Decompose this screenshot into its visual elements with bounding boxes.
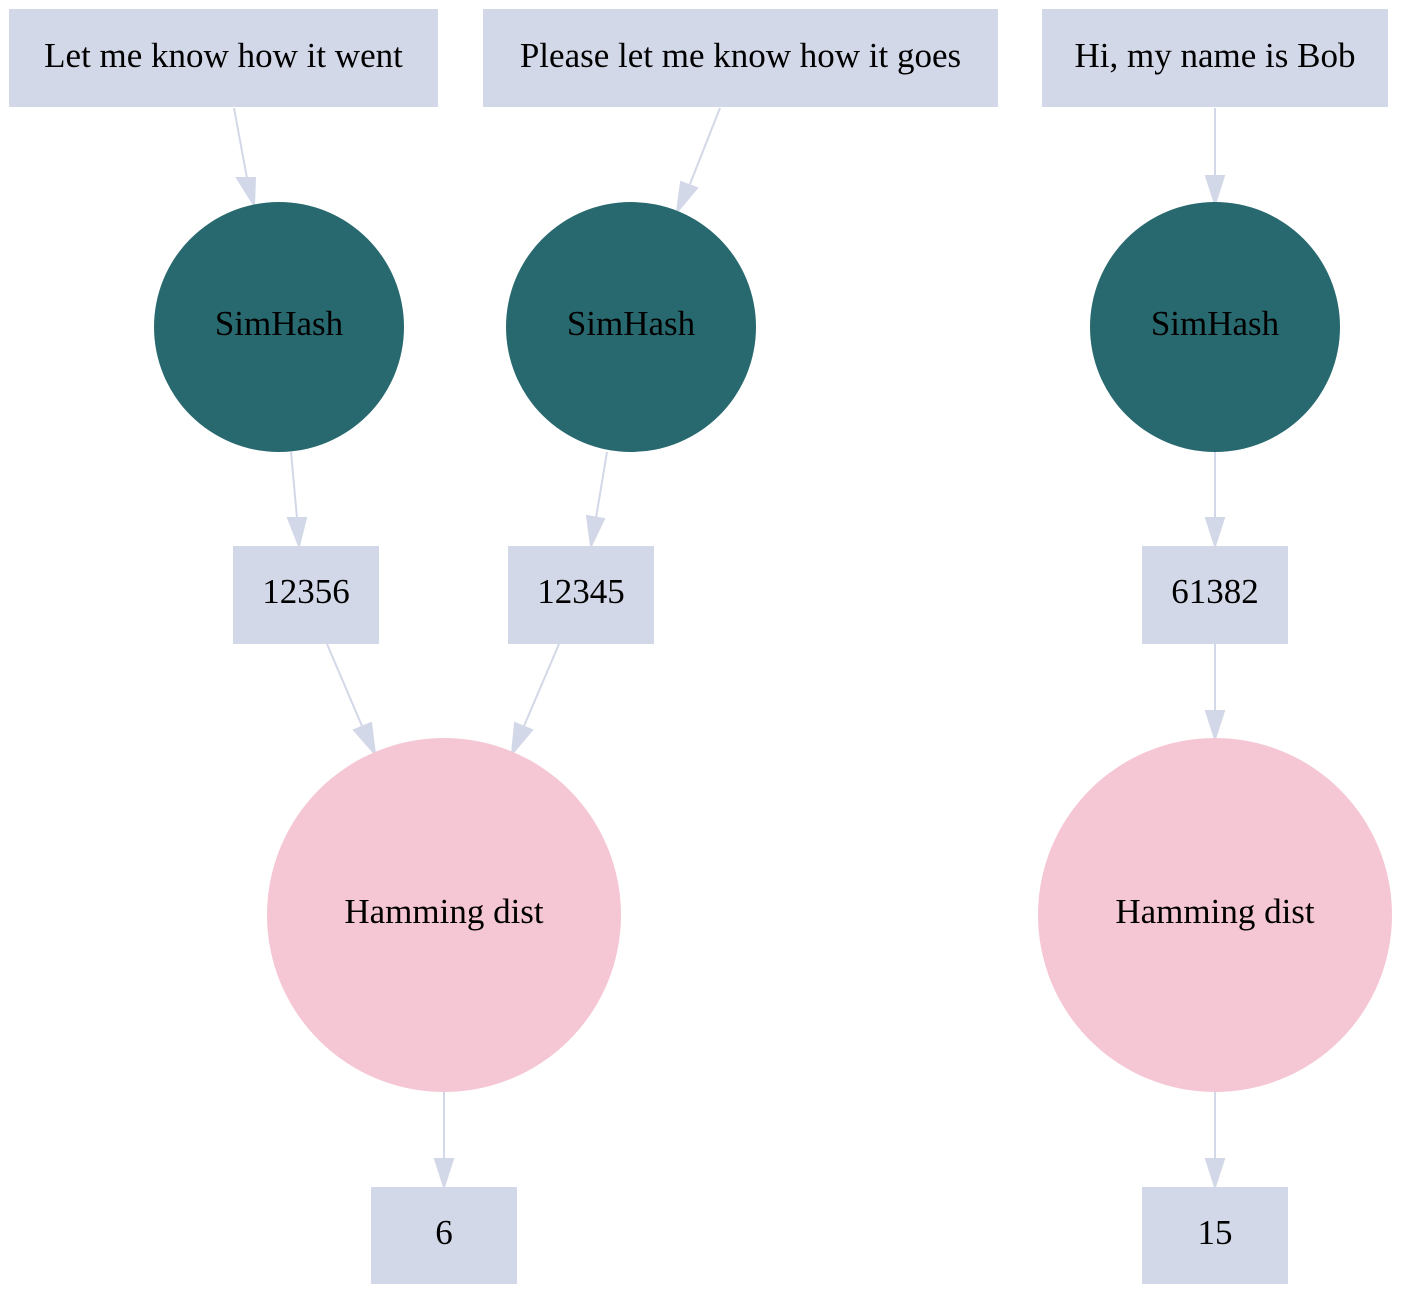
- edge-input-a-to-simhash-a: [233, 107, 257, 209]
- result-node-c: 15: [1142, 1187, 1288, 1284]
- simhash-label-a: SimHash: [215, 304, 344, 343]
- input-node-b: Please let me know how it goes: [483, 9, 998, 107]
- result-value-c: 15: [1198, 1213, 1233, 1252]
- edge-hamming-c-to-result-c: [1204, 1092, 1226, 1191]
- hash-value-c: 61382: [1171, 572, 1259, 611]
- edge-hash-c-to-hamming-c: [1204, 644, 1226, 743]
- hash-value-b: 12345: [537, 572, 625, 611]
- hash-value-a: 12356: [262, 572, 350, 611]
- input-label-b: Please let me know how it goes: [520, 36, 961, 75]
- result-node-ab: 6: [371, 1187, 517, 1284]
- simhash-node-a: SimHash: [154, 202, 404, 452]
- edge-simhash-b-to-hash-b: [585, 451, 608, 550]
- edge-simhash-c-to-hash-c: [1204, 452, 1226, 550]
- hamming-node-ab: Hamming dist: [267, 738, 621, 1092]
- edge-input-c-to-simhash-c: [1204, 108, 1226, 208]
- edge-hamming-ab-to-result-ab: [433, 1092, 455, 1191]
- simhash-label-b: SimHash: [567, 304, 696, 343]
- edges: [233, 107, 1226, 1191]
- hamming-node-c: Hamming dist: [1038, 738, 1392, 1092]
- hash-node-c: 61382: [1142, 546, 1288, 644]
- input-node-c: Hi, my name is Bob: [1042, 9, 1388, 107]
- simhash-label-c: SimHash: [1151, 304, 1280, 343]
- edge-hash-a-to-hamming-ab: [326, 643, 377, 758]
- input-label-c: Hi, my name is Bob: [1075, 36, 1356, 75]
- simhash-node-b: SimHash: [506, 202, 756, 452]
- hash-node-a: 12356: [233, 546, 379, 644]
- input-node-a: Let me know how it went: [9, 9, 438, 107]
- edge-hash-b-to-hamming-ab: [510, 643, 560, 758]
- input-label-a: Let me know how it went: [44, 36, 403, 75]
- edge-simhash-a-to-hash-a: [286, 451, 308, 550]
- hamming-label-c: Hamming dist: [1115, 892, 1315, 931]
- hash-node-b: 12345: [508, 546, 654, 644]
- hamming-label-ab: Hamming dist: [344, 892, 544, 931]
- edge-input-b-to-simhash-b: [675, 107, 721, 216]
- result-value-ab: 6: [435, 1213, 453, 1252]
- simhash-node-c: SimHash: [1090, 202, 1340, 452]
